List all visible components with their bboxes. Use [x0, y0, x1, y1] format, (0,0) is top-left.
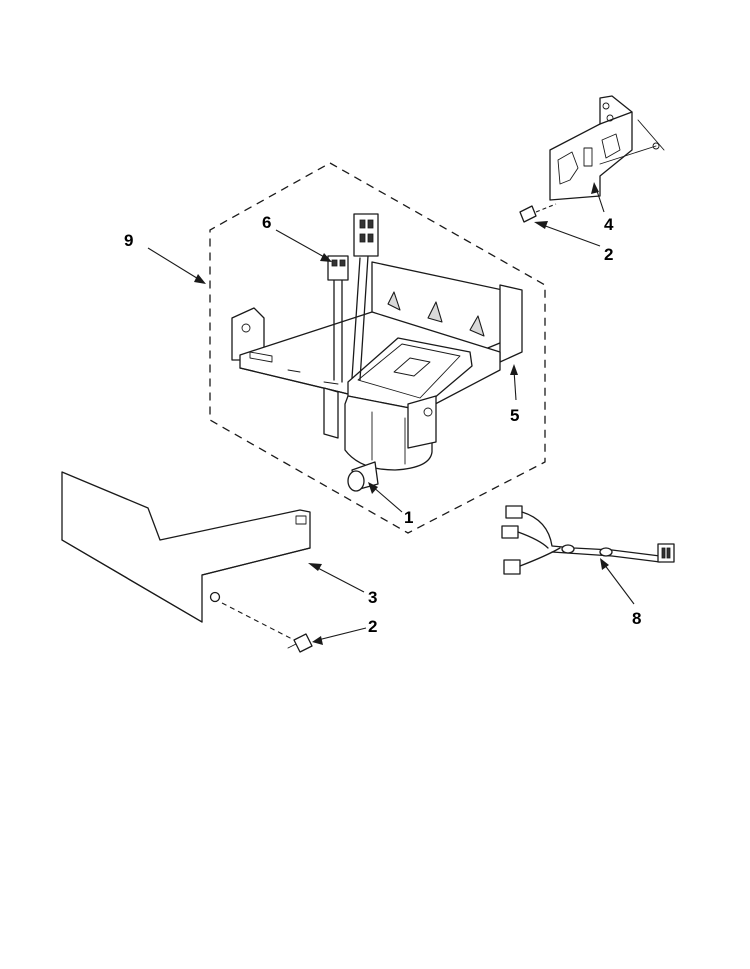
callout-5: 5 [510, 406, 519, 425]
callout-2-upper: 2 [604, 245, 613, 264]
leader-2-lower [312, 627, 367, 645]
screw-upper [519, 203, 557, 223]
screw-lower [221, 602, 313, 653]
leader-1 [368, 482, 403, 513]
leader-2-upper [534, 221, 601, 247]
callout-2-lower: 2 [368, 617, 377, 636]
leader-8 [600, 558, 635, 605]
leader-6 [275, 229, 332, 262]
leader-9 [147, 247, 206, 284]
cover-shield-part [61, 471, 311, 623]
callout-3: 3 [368, 588, 377, 607]
callout-8: 8 [632, 609, 641, 628]
wire-harness-8 [501, 505, 675, 575]
auger-motor-assembly [344, 337, 473, 492]
assembly-boundary-dashed [209, 162, 546, 534]
callout-4: 4 [604, 215, 614, 234]
leader-3 [308, 563, 365, 593]
callout-9: 9 [124, 231, 133, 250]
callout-1: 1 [404, 508, 413, 527]
mounting-bracket-4 [549, 95, 665, 201]
leader-5 [510, 364, 518, 401]
callout-6: 6 [262, 213, 271, 232]
wire-harness-6 [327, 213, 379, 383]
leader-4 [591, 182, 605, 213]
